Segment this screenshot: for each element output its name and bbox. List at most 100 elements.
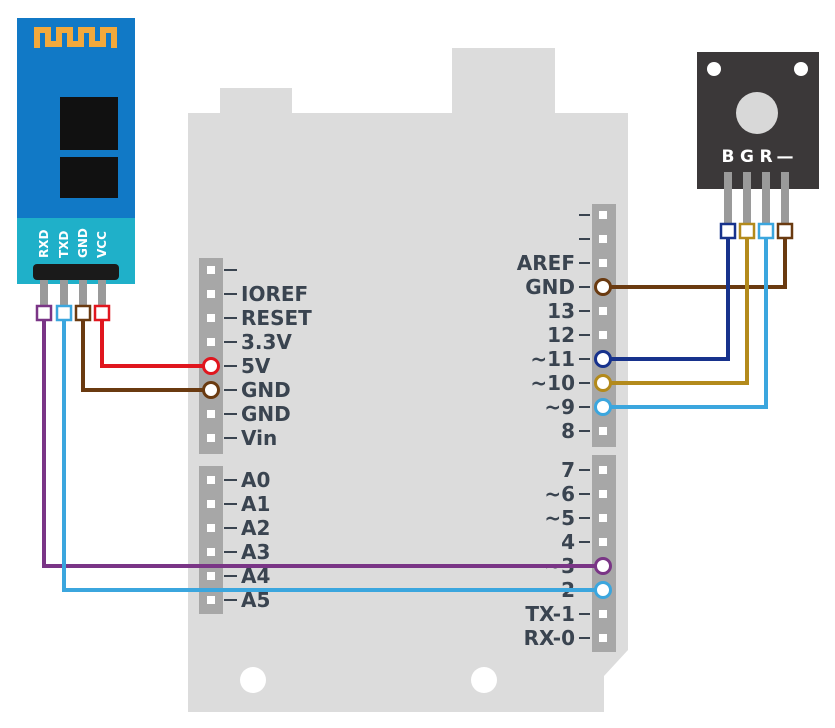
mount-hole	[707, 62, 721, 76]
led-pin-label: —	[777, 147, 794, 167]
mount-hole	[794, 62, 808, 76]
antenna-icon	[34, 27, 117, 48]
wire-led-g-10	[603, 231, 749, 385]
power-header	[199, 258, 223, 454]
pin-label: ~11	[530, 347, 575, 371]
bt-pin-legs	[35, 280, 111, 322]
pin-label: IOREF	[241, 282, 308, 306]
bt-leg	[79, 280, 87, 308]
pin-label: GND	[525, 275, 575, 299]
header-pin	[207, 524, 215, 532]
wire-vcc-5v	[100, 313, 211, 368]
header-pin	[207, 572, 215, 580]
led-dome	[736, 92, 778, 134]
header-pin	[207, 596, 215, 604]
wire-led-minus-gnd	[603, 231, 787, 289]
wire-txd-2	[62, 313, 603, 592]
wire-connector	[594, 581, 612, 599]
pin-label: AREF	[517, 251, 575, 275]
bluetooth-module: RXD TXD GND VCC	[17, 18, 135, 284]
pin-label: GND	[241, 402, 291, 426]
bt-chip	[60, 97, 118, 150]
header-pin	[207, 476, 215, 484]
bt-leg	[98, 280, 106, 308]
pin-label: TX-1	[525, 602, 575, 626]
header-pin	[599, 307, 607, 315]
pin-label: ~9	[544, 395, 575, 419]
header-pin	[599, 610, 607, 618]
bt-pin-connector	[93, 304, 111, 322]
header-pin	[599, 331, 607, 339]
bt-pin-label: GND	[76, 228, 90, 258]
led-pin-connector	[776, 222, 794, 240]
header-pin	[207, 500, 215, 508]
board-outline	[188, 48, 628, 712]
led-leg	[743, 172, 751, 226]
header-pin	[599, 490, 607, 498]
wire-connector	[594, 398, 612, 416]
led-leg	[781, 172, 789, 226]
pin-label: 12	[547, 323, 575, 347]
wire-rxd-3	[42, 313, 603, 568]
pin-label: A0	[241, 468, 270, 492]
digital-header-bottom	[592, 455, 616, 652]
led-leg	[724, 172, 732, 226]
pin-label: 7	[561, 458, 575, 482]
header-pin	[207, 290, 215, 298]
wire-connector	[202, 357, 220, 375]
pin-label: ~5	[544, 506, 575, 530]
header-pin	[207, 434, 215, 442]
pin-label: 8	[561, 419, 575, 443]
header-pin	[599, 259, 607, 267]
pin-label: A3	[241, 540, 270, 564]
led-pin-connector	[719, 222, 737, 240]
header-pin	[599, 466, 607, 474]
pin-label: Vin	[241, 426, 277, 450]
led-pin-legs	[719, 172, 794, 240]
header-pin	[207, 410, 215, 418]
header-pin	[207, 314, 215, 322]
bt-pin-connector	[55, 304, 73, 322]
led-pin-connector	[738, 222, 756, 240]
bt-chip	[60, 157, 118, 198]
pin-label: ~6	[544, 482, 575, 506]
header-pin	[599, 514, 607, 522]
led-pin-connector	[757, 222, 775, 240]
bt-pin-label: VCC	[95, 231, 109, 258]
wire-gnd-gnd	[81, 313, 211, 392]
header-pin	[599, 538, 607, 546]
bt-leg	[60, 280, 68, 308]
wire-connector	[594, 278, 612, 296]
bt-pin-bar	[33, 264, 119, 280]
wires	[42, 231, 787, 592]
pin-label: ~10	[530, 371, 575, 395]
pin-label: 3.3V	[241, 330, 292, 354]
bt-pin-label: TXD	[57, 231, 71, 258]
bt-pin-connector	[35, 304, 53, 322]
pin-label: GND	[241, 378, 291, 402]
pin-label: A1	[241, 492, 270, 516]
led-pin-label: R	[759, 147, 772, 167]
pin-label: 13	[547, 299, 575, 323]
led-pin-label: G	[740, 147, 754, 167]
wire-connector	[594, 374, 612, 392]
bt-leg	[40, 280, 48, 308]
pin-label: 5V	[241, 354, 271, 378]
wire-connector	[202, 381, 220, 399]
bt-pin-labels: RXD TXD GND VCC	[37, 228, 109, 258]
wire-led-b-11	[603, 231, 730, 361]
mounting-hole	[240, 667, 266, 693]
header-pin	[599, 634, 607, 642]
pin-label: 4	[561, 530, 575, 554]
bt-pin-label: RXD	[37, 230, 51, 258]
header-pin	[207, 548, 215, 556]
pin-label: A2	[241, 516, 270, 540]
pin-label: RX-0	[524, 626, 575, 650]
header-pin	[599, 427, 607, 435]
bt-pin-connector	[74, 304, 92, 322]
